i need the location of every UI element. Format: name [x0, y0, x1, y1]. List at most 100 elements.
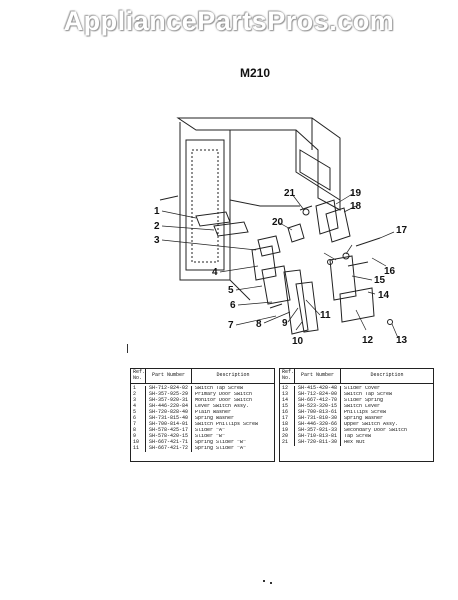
description-cell: Slider Spring — [344, 398, 384, 403]
callout-number: 17 — [396, 225, 408, 236]
ref-cell: 13 — [280, 391, 295, 398]
description-cell: Tap Screw — [344, 434, 372, 439]
scan-mark — [127, 344, 128, 353]
part-number-cell: SH-700-814-01 — [146, 421, 192, 428]
description-cell: Switch Lever — [344, 404, 381, 409]
part-number-cell: SH-712-824-00 — [295, 391, 341, 398]
description-header: Description — [370, 372, 404, 379]
scan-dot — [263, 580, 265, 582]
callout-number: 12 — [362, 335, 374, 346]
ref-cell: 1 — [131, 385, 146, 392]
part-number-cell: SH-731-815-40 — [146, 415, 192, 422]
cabinet-frame-lines — [159, 117, 393, 335]
ref-cell: 9 — [131, 433, 146, 440]
ref-header: Ref. No. — [133, 369, 146, 383]
ref-header: Ref. No. — [282, 369, 295, 383]
description-cell: Secondary Door Switch — [344, 428, 408, 433]
part-number-cell: SH-720-811-30 — [295, 439, 341, 446]
ref-cell: 7 — [131, 421, 146, 428]
part-number-cell: SH-357-920-31 — [146, 397, 192, 404]
description-cell: Lever Switch Assy. — [195, 404, 250, 409]
callout-number: 9 — [282, 318, 288, 329]
part-number-cell: SH-578-420-15 — [146, 433, 192, 440]
description-cell: Monitor Door Switch — [195, 398, 253, 403]
callout-number: 16 — [384, 266, 396, 277]
part-number-cell: SH-731-810-30 — [295, 415, 341, 422]
scan-dot — [270, 582, 272, 584]
part-number-cell: SH-357-925-29 — [146, 391, 192, 398]
ref-cell: 4 — [131, 403, 146, 410]
description-cell: Phillips Screw — [344, 410, 387, 415]
callout-number: 21 — [284, 188, 296, 199]
ref-cell: 12 — [280, 385, 295, 392]
description-cell: Switch Phillips Screw — [195, 422, 259, 427]
ref-cell: 5 — [131, 409, 146, 416]
ref-cell: 18 — [280, 421, 295, 428]
part-number-cell: SH-446-220-84 — [146, 403, 192, 410]
ref-cell: 3 — [131, 397, 146, 404]
ref-cell: 14 — [280, 397, 295, 404]
watermark-text: AppliancePartsPros.com — [63, 6, 395, 36]
description-cell: Spring Slider "A" — [195, 446, 247, 451]
ref-cell: 20 — [280, 433, 295, 440]
ref-cell: 2 — [131, 391, 146, 398]
description-cell: Switch Tap Screw — [344, 392, 393, 397]
part-number-cell: SH-578-425-17 — [146, 427, 192, 434]
part-number-cell: SH-446-320-66 — [295, 421, 341, 428]
ref-cell: 8 — [131, 427, 146, 434]
description-cell: Slider "B" — [195, 434, 226, 439]
part-number-cell: SH-667-412-70 — [295, 397, 341, 404]
part-number-cell: SH-415-420-48 — [295, 385, 341, 392]
callout-number: 18 — [350, 201, 362, 212]
description-cell: Primary Door Switch — [195, 392, 253, 397]
leader-lines — [161, 192, 399, 339]
callout-number: 8 — [256, 319, 262, 330]
callout-number: 3 — [154, 235, 160, 246]
callout-number: 7 — [228, 320, 234, 331]
description-cell: Slider Cover — [344, 386, 381, 391]
table-header: Ref. No. Part Number Description — [131, 369, 274, 384]
part-number-cell: SH-523-320-15 — [295, 403, 341, 410]
description-header: Description — [216, 372, 250, 379]
ref-cell: 6 — [131, 415, 146, 422]
description-cell: Spring Slider "B" — [195, 440, 247, 445]
ref-cell: 17 — [280, 415, 295, 422]
description-cell: Hex Nut — [344, 440, 366, 445]
description-cell: Plain Washer — [195, 410, 232, 415]
ref-cell: 10 — [131, 439, 146, 446]
ref-cell: 11 — [131, 445, 146, 452]
callout-number: 6 — [230, 300, 236, 311]
part-number-cell: SH-700-813-61 — [295, 409, 341, 416]
ref-cell: 19 — [280, 427, 295, 434]
callout-number: 15 — [374, 275, 386, 286]
callout-number: 4 — [212, 267, 218, 278]
callout-number: 10 — [292, 336, 304, 347]
ref-cell: 21 — [280, 439, 295, 446]
callout-number: 20 — [272, 217, 284, 228]
callout-number: 14 — [378, 290, 390, 301]
ref-cell: 15 — [280, 403, 295, 410]
description-cell: Slider "A" — [195, 428, 226, 433]
